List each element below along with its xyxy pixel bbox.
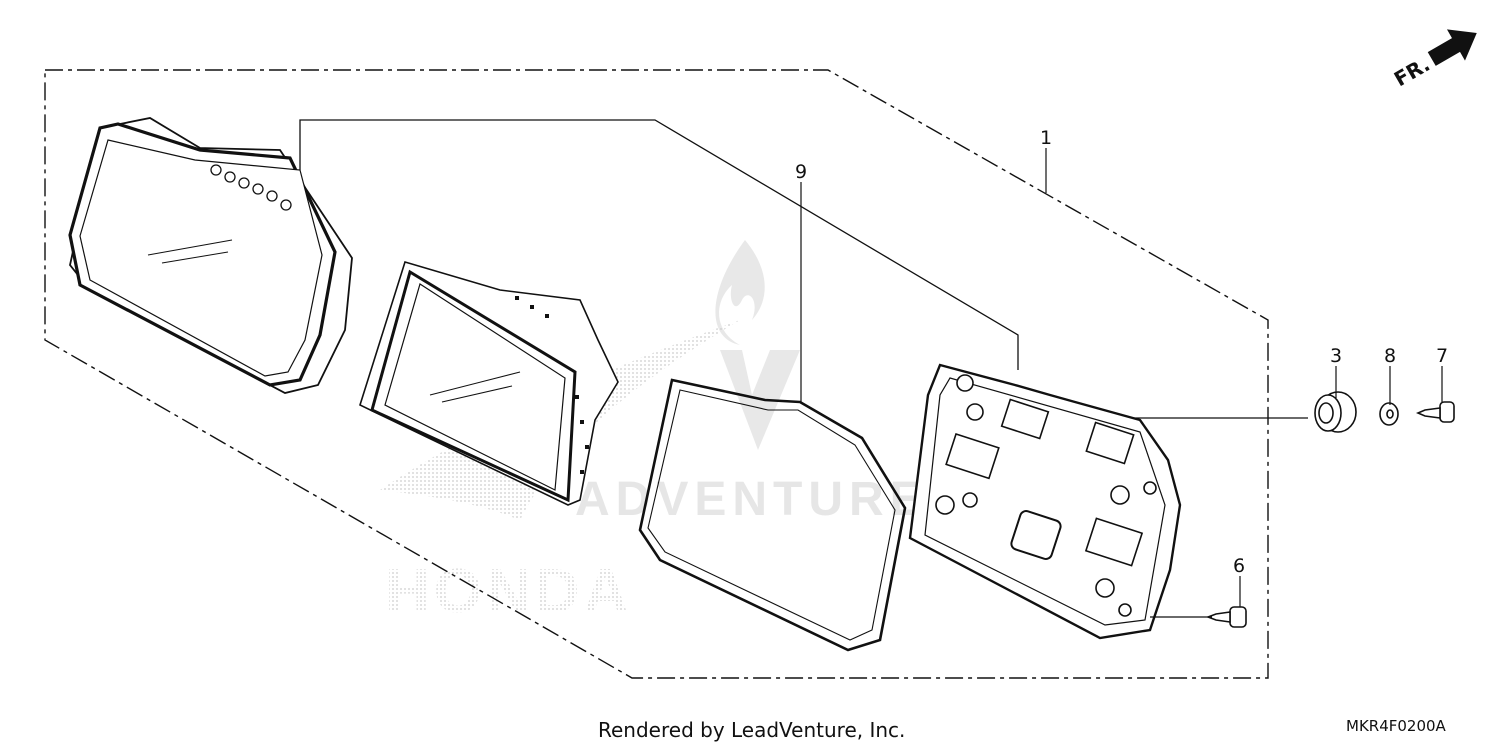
- direction-label: FR.: [1390, 52, 1434, 91]
- watermark-flame-icon: [715, 240, 765, 345]
- callout-9: 9: [795, 161, 807, 183]
- indicator-lights: [210, 164, 292, 211]
- watermark-company: ADVENTURE: [575, 473, 928, 526]
- meter-cover: [68, 117, 353, 394]
- gasket-seal: [638, 378, 907, 652]
- callout-8: 8: [1384, 345, 1396, 367]
- callout-3: 3: [1330, 345, 1342, 367]
- callout-7: 7: [1436, 345, 1448, 367]
- part-6-screw: [1205, 606, 1247, 628]
- assembly-boundary: [44, 69, 1269, 679]
- meter-case: [908, 363, 1182, 640]
- front-direction-indicator: FR.: [1390, 29, 1477, 91]
- subassembly-outline: [299, 119, 1019, 370]
- leader-lines: [800, 148, 1443, 618]
- rendered-by-credit: Rendered by LeadVenture, Inc.: [598, 718, 906, 742]
- callout-6: 6: [1233, 555, 1245, 577]
- part-7-screw: [1415, 401, 1455, 423]
- callouts: 1 9 3 8 7 6: [795, 127, 1448, 577]
- watermark-brand: HONDA: [385, 557, 632, 626]
- case-mount-bosses: [935, 374, 1157, 617]
- part-3-grommet: [1314, 391, 1357, 433]
- callout-1: 1: [1040, 127, 1052, 149]
- diagram-code: MKR4F0200A: [1346, 717, 1446, 735]
- lcd-panel: [359, 261, 619, 506]
- arrow-icon: [1427, 29, 1477, 66]
- part-8-collar: [1379, 402, 1399, 426]
- lcd-connector-pins: [515, 296, 589, 474]
